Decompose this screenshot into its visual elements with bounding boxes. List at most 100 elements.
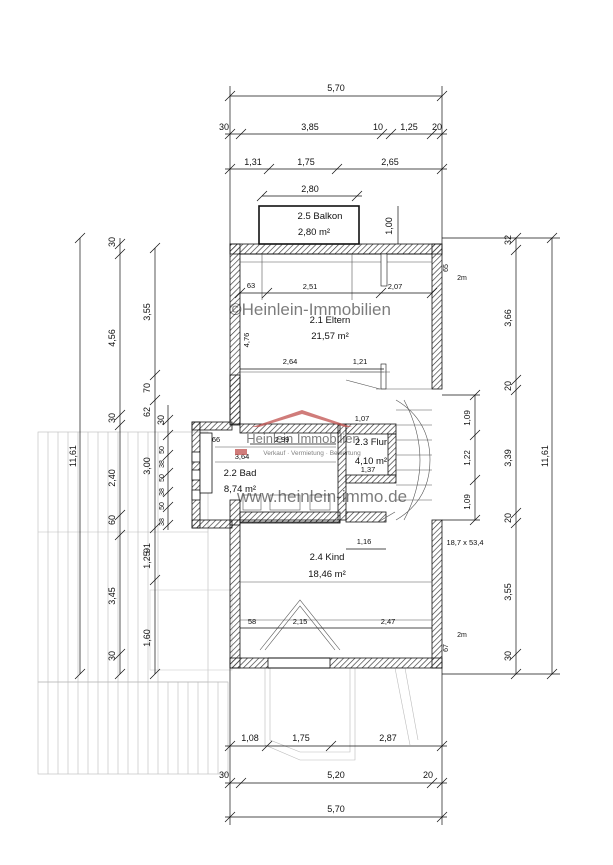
dimension-label: 38 (159, 488, 166, 496)
dimension-label: 1,75 (297, 157, 315, 167)
dimension-label: 4,76 (242, 333, 251, 348)
dimension-label: 3,85 (301, 122, 319, 132)
wall-left-mid (229, 374, 241, 426)
dimension-label: 38 (159, 460, 166, 468)
logo-roof-icon (252, 410, 352, 427)
dimension-label: 2,40 (107, 469, 117, 487)
bath-extension (191, 421, 233, 529)
dimension-labels: 5,70 30 3,85 10 1,25 20 1,31 1,75 2,65 2… (68, 83, 550, 814)
wall-bottom-left (229, 657, 269, 669)
watermark-logo-tagline: Verkauf · Vermietung · Bewertung (263, 450, 361, 457)
dimension-label: 2,65 (381, 157, 399, 167)
dimension-label: 60 (107, 515, 117, 525)
balcony: 2.5 Balkon 2,80 m² (258, 205, 360, 245)
dimension-label: 3,66 (503, 309, 513, 327)
dimension-label: 3,64 (235, 452, 250, 461)
dimension-label: 30 (107, 237, 117, 247)
roof-lines (47, 432, 219, 774)
room-name-eltern: 2.1 Eltern (310, 315, 351, 326)
wall-bottom-right (329, 657, 443, 669)
watermark-logo-name: Heinlein Immobilien (246, 431, 359, 446)
dimension-label: 10 (373, 122, 383, 132)
dimension-label: 30 (219, 122, 229, 132)
dimension-label: 1,25 (400, 122, 418, 132)
room-area-flur: 4,10 m² (355, 456, 387, 467)
dimension-label: 62 (142, 407, 152, 417)
dimension-label: 1,31 (244, 157, 262, 167)
dimension-label: 1,60 (142, 629, 152, 647)
dimension-label: 4,56 (107, 329, 117, 347)
dimension-label: 1,16 (357, 537, 372, 546)
dimension-label: 58 (248, 617, 256, 626)
room-area-kind: 18,46 m² (308, 569, 346, 580)
dimension-label: 65 (443, 264, 450, 272)
dimension-label: 2,99 (275, 435, 290, 444)
logo-red-block (235, 449, 247, 455)
wall-right-lower (431, 519, 443, 669)
dimension-label: 11,61 (540, 445, 550, 467)
dimension-label: 2,15 (293, 617, 308, 626)
watermark-url: www.heinlein-immo.de (236, 487, 407, 506)
dimension-label: 2,87 (379, 733, 397, 743)
dimension-label: 1,09 (463, 410, 472, 426)
dimension-label: 18,7 x 53,4 (446, 538, 483, 547)
room-name-flur: 2.3 Flur (355, 437, 387, 448)
dimension-label: 32 (503, 235, 513, 245)
room-area-bad: 8,74 m² (224, 484, 256, 495)
wall-right-upper (431, 243, 443, 390)
dimension-label: 3,00 (142, 457, 152, 475)
dimension-label: 67 (443, 644, 450, 652)
dimension-label: 30 (219, 770, 229, 780)
room-name-bad: 2.2 Bad (224, 468, 257, 479)
dimension-label: 2m (457, 275, 467, 282)
dimension-label: 2,07 (388, 282, 403, 291)
dimension-label: 1,22 (463, 450, 472, 466)
dimension-label: 2,64 (283, 357, 298, 366)
room-area-eltern: 21,57 m² (311, 331, 349, 342)
dimension-label: 3,45 (107, 587, 117, 605)
dimension-label: 20 (423, 770, 433, 780)
dimension-label: 1,21 (353, 357, 368, 366)
dimension-label: 1,75 (292, 733, 310, 743)
dimension-label: 50 (159, 446, 166, 454)
dimension-label: 2,47 (381, 617, 396, 626)
dimension-label: 30 (503, 651, 513, 661)
dimension-label: 3,55 (503, 583, 513, 601)
dimension-label: 1,00 (384, 217, 394, 235)
room-name-balkon: 2.5 Balkon (298, 211, 343, 222)
dimension-label: 3,55 (142, 303, 152, 321)
watermark: ©Heinlein-Immobilien Heinlein Immobilien… (229, 300, 407, 506)
dimension-label: 1,09 (463, 494, 472, 510)
dimension-label: 5,20 (327, 770, 345, 780)
dimension-label: 2,51 (303, 282, 318, 291)
room-area-balkon: 2,80 m² (298, 227, 330, 238)
dimension-label: 5,70 (327, 804, 345, 814)
dimension-label: 66 (212, 435, 220, 444)
dimension-label: 3,39 (503, 449, 513, 467)
wall-top (229, 243, 443, 255)
dimension-label: 30 (107, 413, 117, 423)
dimension-label: 1,37 (361, 465, 376, 474)
dimension-label: 1,07 (355, 414, 370, 423)
dimension-label: 5,70 (327, 83, 345, 93)
dimension-label: 50 (159, 474, 166, 482)
dimension-lines (74, 86, 560, 825)
exterior-walls (229, 243, 443, 669)
dimension-label: 2,80 (301, 184, 319, 194)
watermark-copyright: ©Heinlein-Immobilien (229, 300, 391, 319)
dimension-label: 20 (432, 122, 442, 132)
dimension-label: 30 (107, 651, 117, 661)
dimension-label: 11,61 (68, 445, 78, 467)
wall-left-lower (229, 519, 241, 669)
interior-walls (199, 423, 397, 524)
dimension-label: 20 (503, 381, 513, 391)
dimension-label: 63 (247, 281, 255, 290)
dimension-label: 38 (159, 518, 166, 526)
dimension-label: 2m (457, 632, 467, 639)
room-name-kind: 2.4 Kind (310, 552, 345, 563)
dimension-label: 70 (142, 383, 152, 393)
dimension-label: 50 (159, 502, 166, 510)
fixtures (215, 253, 432, 651)
dimension-label: 91 (142, 543, 152, 553)
